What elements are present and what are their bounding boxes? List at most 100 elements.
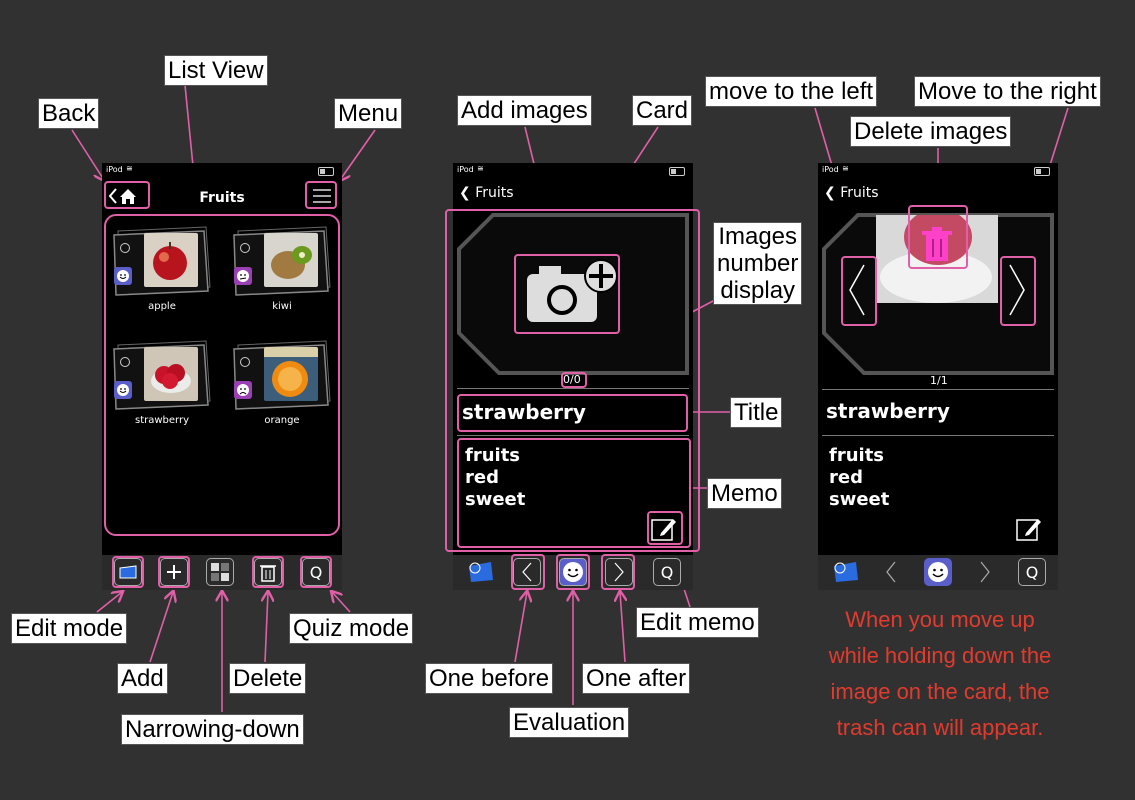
memo-area[interactable]: fruits red sweet <box>465 445 525 511</box>
label-edit-mode: Edit mode <box>11 613 128 644</box>
label-card: Card <box>632 95 693 126</box>
hamburger-icon <box>313 189 331 203</box>
page-title: Fruits <box>199 190 245 206</box>
image-counter: 1/1 <box>930 374 948 387</box>
label-back: Back <box>38 98 100 129</box>
card-item-orange[interactable] <box>230 337 334 411</box>
chevron-right-icon <box>980 561 990 583</box>
label-move-right: Move to the right <box>914 76 1101 107</box>
quiz-glyph: Q <box>309 562 323 582</box>
label-quiz-mode: Quiz mode <box>289 613 414 644</box>
one-after-highlight <box>601 554 635 590</box>
edit-memo-icon <box>1016 519 1041 541</box>
label-list-view: List View <box>164 55 268 86</box>
card-name: apple <box>148 301 176 312</box>
edit-mode-icon <box>469 562 493 582</box>
edit-mode-button[interactable] <box>114 558 142 586</box>
menu-button[interactable] <box>308 183 336 209</box>
delete-highlight <box>252 556 284 588</box>
label-evaluation: Evaluation <box>509 707 630 738</box>
plus-icon <box>167 565 181 579</box>
previous-card-button[interactable] <box>513 558 541 586</box>
label-title: Title <box>730 397 783 428</box>
add-highlight <box>158 556 190 588</box>
move-left-button[interactable] <box>844 259 870 321</box>
counter-highlight <box>561 372 587 388</box>
apple-photo <box>144 233 198 287</box>
phone-list-view: iPod ≅ Fruits apple <box>102 163 342 590</box>
one-before-highlight <box>511 554 545 590</box>
move-left-highlight <box>841 256 877 326</box>
device-label: iPod <box>822 165 839 174</box>
memo-line: red <box>829 467 863 488</box>
select-circle[interactable] <box>240 243 250 253</box>
quiz-mode-button[interactable]: Q <box>1018 558 1046 586</box>
strawberry-photo <box>144 347 198 401</box>
back-button[interactable]: ❮ Fruits <box>824 185 879 201</box>
note-line: while holding down the <box>828 643 1052 668</box>
evaluation-button[interactable] <box>559 558 587 586</box>
wifi-icon: ≅ <box>842 164 849 173</box>
quiz-mode-button[interactable]: Q <box>653 558 681 586</box>
delete-button[interactable] <box>254 558 282 586</box>
label-memo: Memo <box>707 478 782 509</box>
select-circle[interactable] <box>120 357 130 367</box>
bottom-toolbar: Q <box>818 555 1058 590</box>
move-right-button[interactable] <box>1004 259 1030 321</box>
card-title[interactable]: strawberry <box>826 399 950 423</box>
label-edit-memo: Edit memo <box>636 607 759 638</box>
memo-line: sweet <box>829 489 890 510</box>
select-circle[interactable] <box>120 243 130 253</box>
chevron-right-icon <box>614 562 624 582</box>
delete-images-highlight <box>908 205 968 269</box>
edit-mode-button[interactable] <box>467 560 495 588</box>
edit-memo-button[interactable] <box>649 513 679 543</box>
label-images-number-display: Images number display <box>713 222 803 305</box>
card-item-kiwi[interactable] <box>230 223 334 297</box>
chevron-right-icon <box>1009 264 1025 316</box>
delete-image-button[interactable] <box>912 221 962 271</box>
add-button[interactable] <box>160 558 188 586</box>
grid-filter-icon <box>211 563 229 581</box>
memo-area[interactable]: fruits red sweet <box>829 445 889 511</box>
edit-mode-button[interactable] <box>832 560 860 588</box>
next-card-button[interactable] <box>605 558 633 586</box>
evaluation-sad-icon <box>234 381 252 399</box>
card-item-apple[interactable] <box>110 223 214 297</box>
card-name: orange <box>264 415 300 426</box>
select-circle[interactable] <box>240 357 250 367</box>
add-images-button[interactable] <box>517 256 618 332</box>
evaluation-button[interactable] <box>924 558 952 586</box>
chevron-left-icon <box>886 561 896 583</box>
card-item-strawberry[interactable] <box>110 337 214 411</box>
chevron-left-icon: ❮ <box>824 185 836 201</box>
edit-memo-highlight <box>647 511 683 545</box>
memo-line: red <box>465 467 499 488</box>
back-button[interactable]: ❮ Fruits <box>459 185 514 201</box>
edit-memo-button[interactable] <box>1014 513 1044 543</box>
card-name: strawberry <box>134 415 189 426</box>
edit-mode-icon <box>119 565 137 579</box>
phone-image-edit: iPod ≅ ❮ Fruits 1/1 strawberry fruits re… <box>818 163 1058 590</box>
chevron-left-icon <box>849 264 865 316</box>
memo-line: fruits <box>829 445 885 466</box>
label-add: Add <box>117 663 168 694</box>
evaluation-happy-icon <box>928 562 948 582</box>
label-delete-images: Delete images <box>850 116 1012 147</box>
next-card-button[interactable] <box>978 560 992 588</box>
bottom-toolbar: Q <box>453 555 693 590</box>
card-title[interactable]: strawberry <box>462 400 586 424</box>
menu-highlight <box>305 181 337 209</box>
image-counter: 0/0 <box>563 373 581 386</box>
label-line: Images <box>718 223 798 250</box>
narrowing-down-button[interactable] <box>206 558 234 586</box>
back-home-button[interactable] <box>106 183 146 209</box>
quiz-mode-button[interactable]: Q <box>302 558 330 586</box>
divider <box>457 435 689 436</box>
device-label: iPod <box>106 165 123 174</box>
previous-card-button[interactable] <box>884 560 898 588</box>
label-line: number <box>717 250 799 277</box>
memo-highlight <box>457 438 691 548</box>
label-add-images: Add images <box>457 95 592 126</box>
chevron-left-icon: ❮ <box>459 185 471 201</box>
